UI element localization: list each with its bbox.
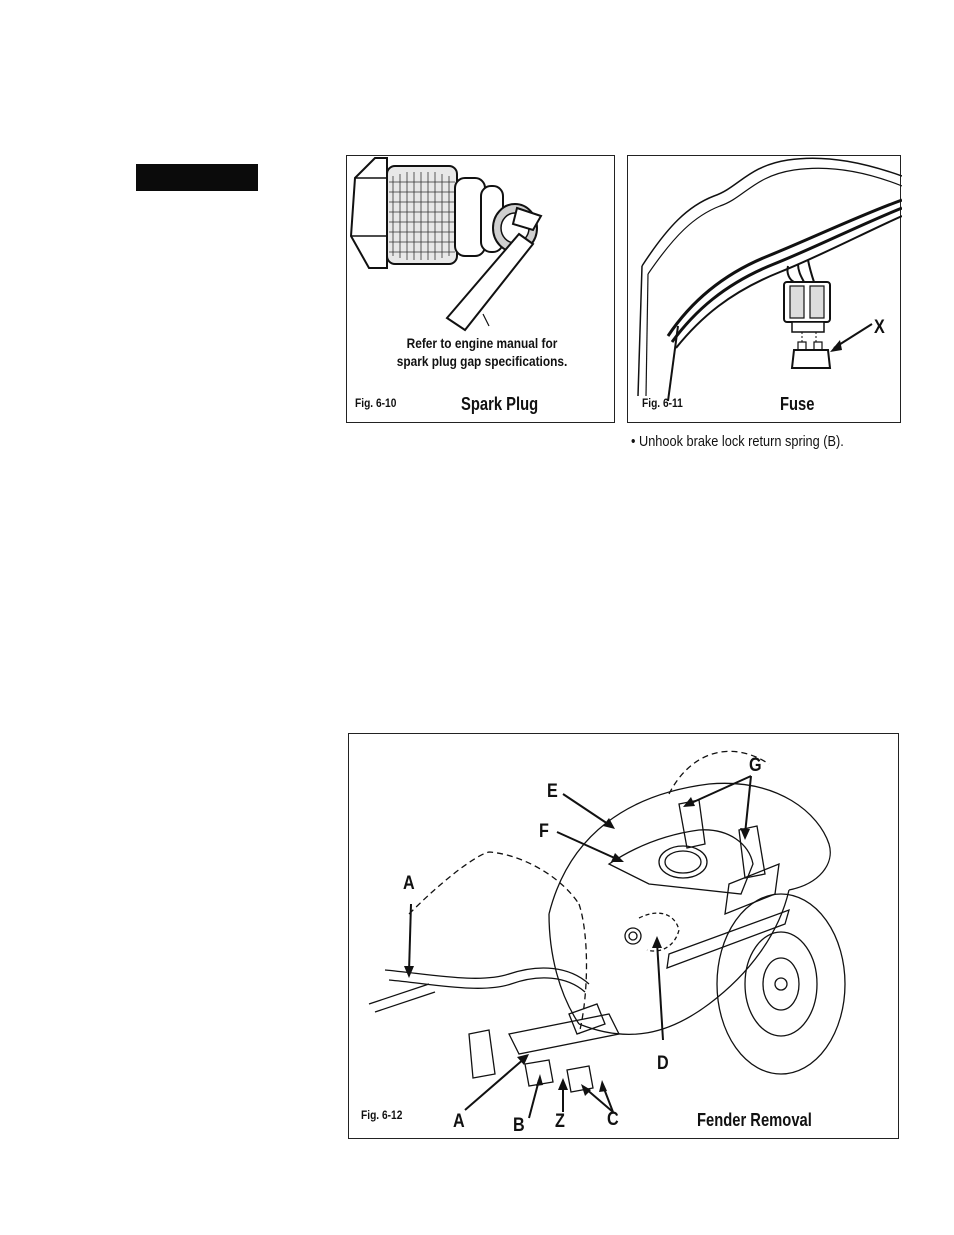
label-b: B bbox=[513, 1116, 525, 1136]
figure-number: Fig. 6-10 bbox=[355, 396, 396, 410]
label-z: Z bbox=[555, 1112, 565, 1132]
spark-plug-illustration bbox=[347, 156, 616, 424]
figure-fender-removal: G E F A D Fig. 6-12 A B Z C Fender Remov… bbox=[348, 733, 899, 1139]
figure-title: Fender Removal bbox=[697, 1110, 812, 1131]
label-f: F bbox=[539, 822, 549, 842]
fuse-illustration bbox=[628, 156, 902, 424]
fender-removal-illustration bbox=[349, 734, 900, 1140]
instruction-bullet: • Unhook brake lock return spring (B). bbox=[631, 433, 844, 450]
label-a-bottom: A bbox=[453, 1112, 465, 1132]
figure-fuse: X Fig. 6-11 Fuse bbox=[627, 155, 901, 423]
figure-spark-plug: Refer to engine manual for spark plug ga… bbox=[346, 155, 615, 423]
figure-title: Spark Plug bbox=[461, 394, 538, 415]
label-a-top: A bbox=[403, 874, 415, 894]
figure-title: Fuse bbox=[780, 394, 814, 415]
section-tab-bar bbox=[136, 164, 258, 191]
figure-number: Fig. 6-11 bbox=[642, 396, 683, 410]
label-e: E bbox=[547, 782, 558, 802]
figure-number: Fig. 6-12 bbox=[361, 1108, 402, 1122]
label-d: D bbox=[657, 1054, 669, 1074]
label-c: C bbox=[607, 1110, 619, 1130]
fuse-label-x: X bbox=[874, 318, 885, 338]
spark-plug-callout-line2: spark plug gap specifications. bbox=[384, 352, 580, 370]
label-g: G bbox=[749, 756, 762, 776]
spark-plug-callout-line1: Refer to engine manual for bbox=[393, 334, 572, 352]
